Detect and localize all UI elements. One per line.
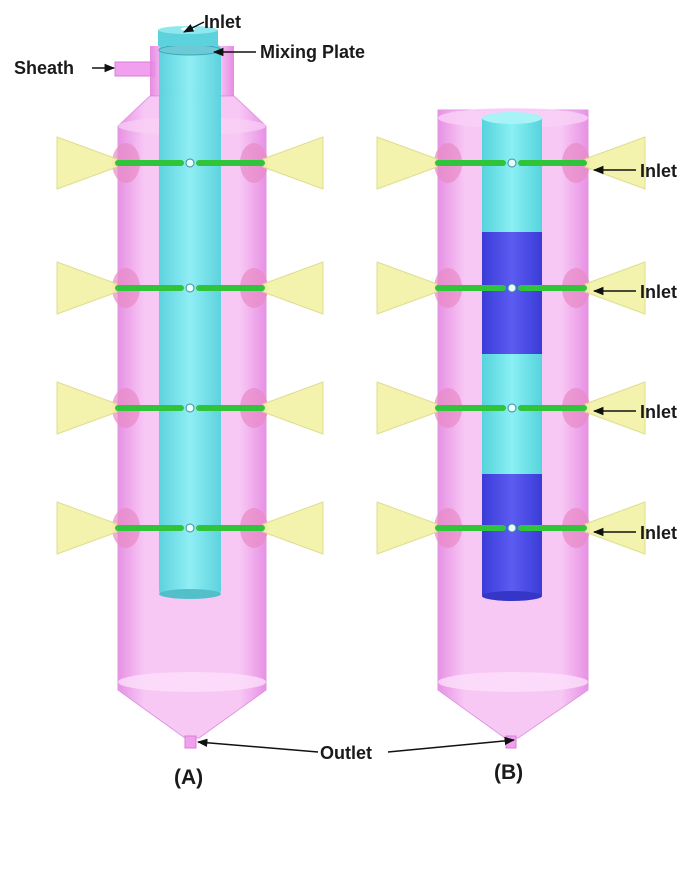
inlet-right-label-3: Inlet	[640, 402, 677, 422]
jet-tube-right-pb-lvl1	[518, 160, 587, 166]
outlet-arrow-a	[196, 738, 319, 753]
center-port-pa-lvl4	[185, 523, 195, 533]
jet-tube-right-pa-lvl2	[196, 285, 265, 291]
outlet-label: Outlet	[320, 743, 372, 763]
outlet-tube	[505, 735, 517, 749]
column-segment-cyan-2	[482, 354, 542, 474]
column-segment-cyan-1	[482, 118, 542, 232]
jet-tube-left-pa-lvl2	[115, 285, 184, 291]
column-segment-blue-2	[482, 474, 542, 596]
jet-tube-left-pa-lvl3	[115, 405, 184, 411]
column-bottom	[482, 591, 542, 601]
nozzle-funnel-right-pa-lvl1	[262, 136, 324, 190]
center-port-pa-lvl2	[185, 283, 195, 293]
panel-b-reactor	[437, 108, 589, 749]
nozzle-funnel-left-pa-lvl3	[56, 381, 118, 435]
sheath-label: Sheath	[14, 58, 74, 78]
center-port-pb-lvl4	[507, 523, 517, 533]
vessel-bottom-rim	[118, 672, 266, 692]
inlet-nozzles	[56, 136, 646, 555]
nozzle-funnel-left-pb-lvl3	[376, 381, 438, 435]
nozzle-funnel-right-pb-lvl3	[584, 381, 646, 435]
sheath-tube	[114, 61, 156, 77]
nozzle-funnel-left-pa-lvl1	[56, 136, 118, 190]
outlet-tube	[184, 735, 197, 749]
center-port-pb-lvl2	[507, 283, 517, 293]
top-inlet-cap	[158, 30, 218, 46]
jet-tube-left-pb-lvl3	[435, 405, 506, 411]
column-bottom	[159, 589, 221, 599]
jet-tube-left-pb-lvl1	[435, 160, 506, 166]
jet-tube-right-pb-lvl2	[518, 285, 587, 291]
jet-tube-right-pb-lvl4	[518, 525, 587, 531]
jet-tube-left-pa-lvl1	[115, 160, 184, 166]
column-segment-blue-1	[482, 232, 542, 354]
nozzle-funnel-right-pa-lvl3	[262, 381, 324, 435]
jet-tube-right-pa-lvl3	[196, 405, 265, 411]
center-port-pa-lvl1	[185, 158, 195, 168]
inlet-right-label-2: Inlet	[640, 282, 677, 302]
outlet-arrow-b	[387, 736, 516, 753]
jet-tube-right-pb-lvl3	[518, 405, 587, 411]
jet-tube-left-pa-lvl4	[115, 525, 184, 531]
nozzle-funnel-left-pa-lvl4	[56, 501, 118, 555]
nozzle-funnel-left-pb-lvl1	[376, 136, 438, 190]
reaction-column	[159, 44, 221, 596]
inlet-top-label: Inlet	[204, 12, 241, 32]
nozzle-funnel-right-pa-lvl4	[262, 501, 324, 555]
inlet-right-label-1: Inlet	[640, 161, 677, 181]
nozzle-funnel-right-pb-lvl4	[584, 501, 646, 555]
mixing-plate	[158, 44, 222, 56]
center-port-pa-lvl3	[185, 403, 195, 413]
inlet-top-arrow	[183, 21, 205, 33]
jet-tube-left-pb-lvl4	[435, 525, 506, 531]
nozzle-funnel-right-pa-lvl2	[262, 261, 324, 315]
column-top	[482, 112, 542, 124]
nozzle-funnel-right-pb-lvl2	[584, 261, 646, 315]
center-port-pb-lvl1	[507, 158, 517, 168]
jet-tube-left-pb-lvl2	[435, 285, 506, 291]
mixing-plate-label: Mixing Plate	[260, 42, 365, 62]
vessel-bottom-rim	[438, 672, 588, 692]
nozzle-funnel-left-pb-lvl4	[376, 501, 438, 555]
panel-a-label: (A)	[174, 766, 203, 789]
nozzle-funnel-left-pb-lvl2	[376, 261, 438, 315]
nozzle-funnel-right-pb-lvl1	[584, 136, 646, 190]
panel-b-label: (B)	[494, 761, 523, 784]
panel-a-reactor	[114, 26, 267, 749]
nozzle-funnel-left-pa-lvl2	[56, 261, 118, 315]
center-port-pb-lvl3	[507, 403, 517, 413]
inlet-right-label-4: Inlet	[640, 523, 677, 543]
jet-tube-right-pa-lvl4	[196, 525, 265, 531]
jet-tube-right-pa-lvl1	[196, 160, 265, 166]
annotations: Inlet Mixing Plate Sheath Inlet Inlet In…	[14, 12, 677, 789]
